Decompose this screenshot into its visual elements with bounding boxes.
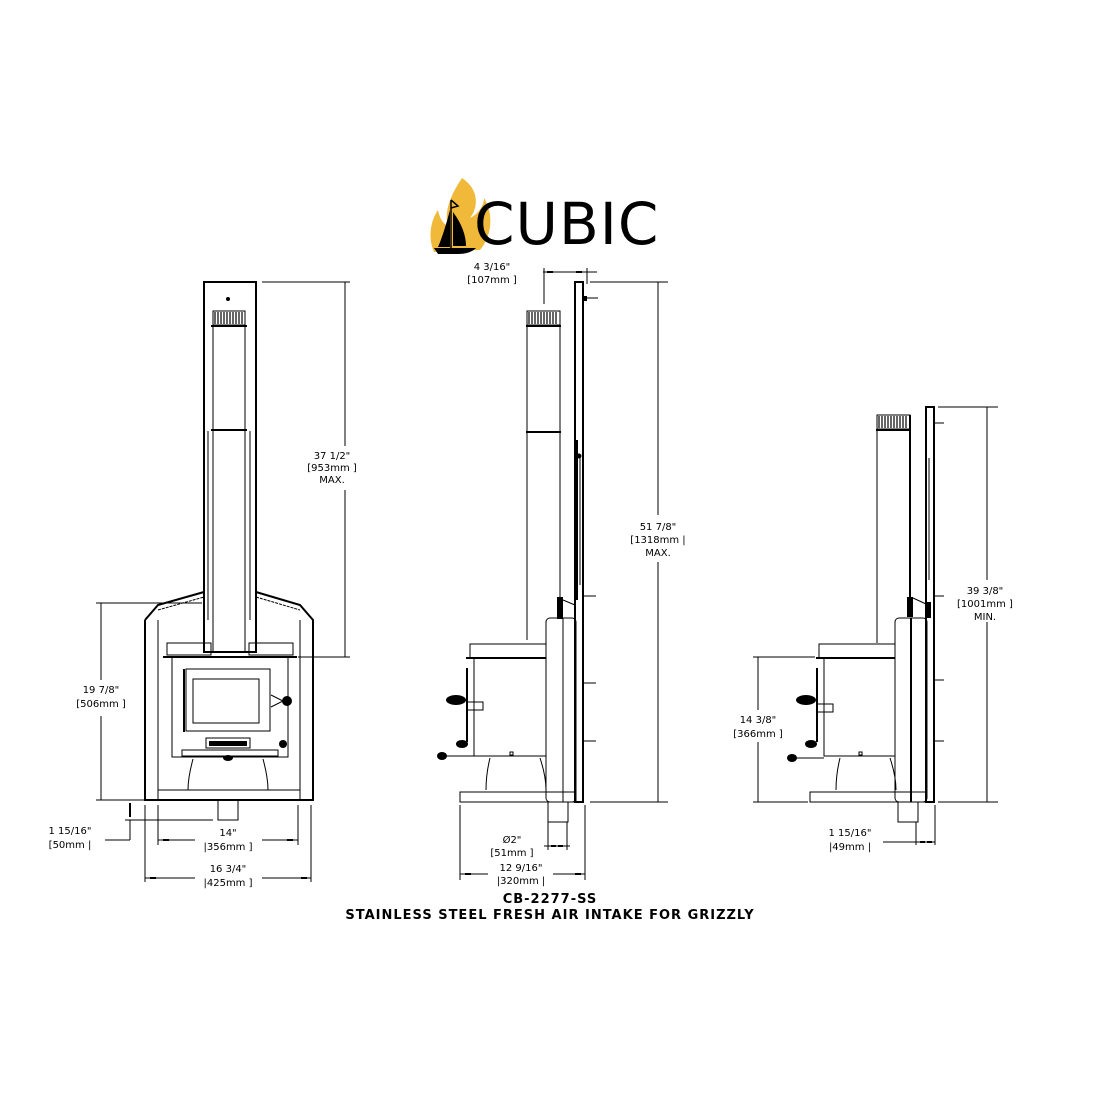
brand-name: CUBIC bbox=[474, 190, 659, 258]
part-number: CB-2277-SS bbox=[502, 892, 598, 907]
dim-stove-height: 19 7/8" [506mm ] bbox=[76, 602, 202, 801]
dim-outer-width: 16 3/4" |425mm ] bbox=[144, 805, 312, 889]
svg-text:14 3/8": 14 3/8" bbox=[740, 715, 777, 726]
svg-text:|320mm |: |320mm | bbox=[497, 876, 546, 887]
svg-text:MIN.: MIN. bbox=[974, 612, 996, 623]
dim-total-height-max: 51 7/8" [1318mm | MAX. bbox=[590, 281, 686, 803]
svg-text:MAX.: MAX. bbox=[645, 548, 671, 559]
front-view: 37 1/2" [953mm ] MAX. 19 7/8" [506mm ] 1… bbox=[49, 281, 357, 889]
svg-text:|356mm ]: |356mm ] bbox=[203, 842, 252, 853]
dim-depth: 12 9/16" |320mm | bbox=[459, 805, 586, 887]
dim-total-height-min: 39 3/8" [1001mm ] MIN. bbox=[938, 406, 1013, 803]
svg-text:16 3/4": 16 3/4" bbox=[210, 864, 247, 875]
svg-text:19 7/8": 19 7/8" bbox=[83, 685, 120, 696]
svg-text:37 1/2": 37 1/2" bbox=[314, 451, 351, 462]
dim-pipe-height: 37 1/2" [953mm ] MAX. bbox=[262, 281, 357, 658]
flame-sailboat-icon bbox=[430, 178, 491, 254]
svg-text:14": 14" bbox=[219, 828, 236, 839]
svg-text:1 15/16": 1 15/16" bbox=[829, 828, 872, 839]
svg-text:[1318mm |: [1318mm | bbox=[630, 535, 685, 546]
dim-base-offset: 1 15/16" [50mm | bbox=[49, 803, 213, 851]
svg-text:Ø2": Ø2" bbox=[503, 834, 522, 846]
svg-text:12 9/16": 12 9/16" bbox=[500, 863, 543, 874]
svg-text:1 15/16": 1 15/16" bbox=[49, 826, 92, 837]
dim-base-offset-min: 1 15/16" |49mm | bbox=[829, 805, 936, 853]
svg-text:[366mm ]: [366mm ] bbox=[733, 729, 783, 740]
side-view-min: 39 3/8" [1001mm ] MIN. 14 3/8" [366mm ] … bbox=[733, 406, 1013, 853]
svg-text:[953mm ]: [953mm ] bbox=[307, 463, 357, 474]
side-view-max: 4 3/16" [107mm ] 51 7/8" [1318mm | MAX. … bbox=[437, 262, 686, 887]
svg-text:[1001mm ]: [1001mm ] bbox=[957, 599, 1013, 610]
dim-pipe-diameter: Ø2" [51mm ] bbox=[490, 822, 570, 859]
svg-text:[50mm |: [50mm | bbox=[49, 840, 92, 851]
cubic-logo: CUBIC bbox=[430, 178, 659, 258]
svg-text:51 7/8": 51 7/8" bbox=[640, 522, 677, 533]
dim-stove-height-min: 14 3/8" [366mm ] bbox=[733, 656, 815, 803]
svg-text:39 3/8": 39 3/8" bbox=[967, 586, 1004, 597]
svg-text:|49mm |: |49mm | bbox=[829, 842, 871, 853]
svg-text:4 3/16": 4 3/16" bbox=[474, 262, 511, 273]
dim-inner-width: 14" |356mm ] bbox=[157, 805, 299, 853]
svg-text:MAX.: MAX. bbox=[319, 475, 345, 486]
svg-text:|425mm ]: |425mm ] bbox=[203, 878, 252, 889]
svg-text:[506mm ]: [506mm ] bbox=[76, 699, 126, 710]
svg-text:[107mm ]: [107mm ] bbox=[467, 275, 517, 286]
dim-wall-offset: 4 3/16" [107mm ] bbox=[467, 262, 597, 304]
svg-text:[51mm ]: [51mm ] bbox=[490, 848, 533, 859]
product-description: STAINLESS STEEL FRESH AIR INTAKE FOR GRI… bbox=[345, 908, 755, 923]
